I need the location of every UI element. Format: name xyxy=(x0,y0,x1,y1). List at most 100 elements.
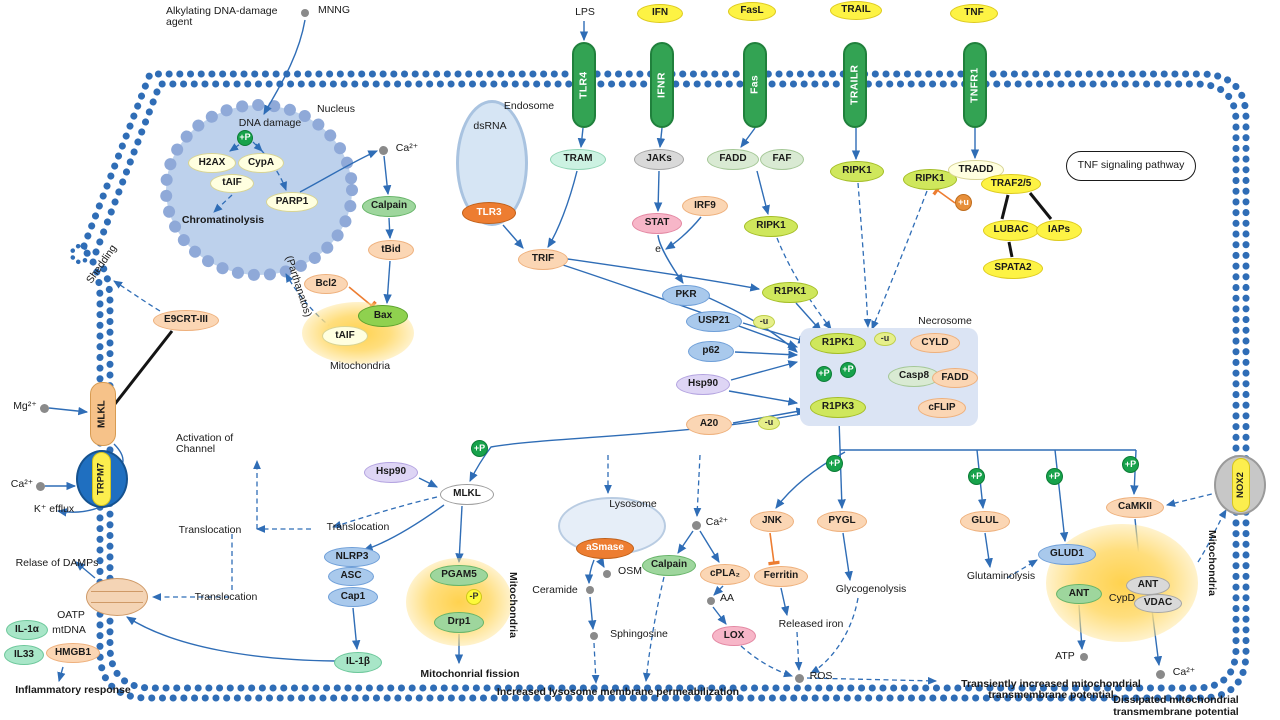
pathway-edge-65 xyxy=(1054,449,1069,543)
node-tradd: TRADD xyxy=(948,160,1004,180)
label-endosome: Endosome xyxy=(503,99,555,112)
label-mtdna: mtDNA xyxy=(52,623,86,636)
pathway-edge-57 xyxy=(734,350,799,359)
pathway-edge-86 xyxy=(588,596,597,631)
node-traf25: TRAF2/5 xyxy=(981,174,1041,194)
label-transient-potential: Transiently increased mitochondrial tran… xyxy=(961,677,1141,701)
node-lox: LOX xyxy=(712,626,756,646)
node-lubac: LUBAC xyxy=(983,220,1039,241)
label-activation-channel: Activation of Channel xyxy=(176,431,234,455)
pathway-edge-2 xyxy=(252,141,263,152)
node-glul: GLUL xyxy=(960,511,1010,532)
label-released-iron: Released iron xyxy=(778,617,844,630)
node-trpm7: TRPM7 xyxy=(92,452,111,506)
tnf-pathway-label: TNF signaling pathway xyxy=(1066,151,1196,181)
pathway-edge-81 xyxy=(1197,509,1227,563)
node-usp21: USP21 xyxy=(686,311,742,332)
label-dissipated-potential: Dissipated mitochondrial transmembrane p… xyxy=(1113,694,1239,718)
label-lps: LPS xyxy=(575,6,595,19)
node-nlrp3: NLRP3 xyxy=(324,547,380,567)
node-nox2: NOX2 xyxy=(1232,458,1250,512)
node-taif-mitochondria: tAIF xyxy=(322,326,368,346)
label-sphingosine: Sphingosine xyxy=(610,627,668,640)
pathway-edge-6 xyxy=(382,155,392,196)
ca-dot-left xyxy=(36,482,45,491)
node-cap1: Cap1 xyxy=(328,587,378,607)
atp-dot xyxy=(1080,653,1088,661)
aa-dot xyxy=(707,597,715,605)
pathway-edge-70 xyxy=(794,631,803,672)
node-jaks: JAKs xyxy=(634,149,684,170)
label-ca-lysosome: Ca²⁺ xyxy=(705,515,729,528)
pathway-edge-56 xyxy=(742,322,809,344)
ligand-trail: TRAIL xyxy=(830,1,882,20)
ros-dot xyxy=(795,674,804,683)
node-pygl: PYGL xyxy=(817,511,867,532)
node-r1pk1-necrosome: R1PK1 xyxy=(810,333,866,354)
pathway-edge-31 xyxy=(560,257,761,292)
node-p62: p62 xyxy=(688,341,734,362)
label-k-efflux: K⁺ efflux xyxy=(33,502,75,515)
node-ant-gray: ANT xyxy=(1126,576,1170,595)
pathway-edge-80 xyxy=(806,676,938,685)
node-drp1: Drp1 xyxy=(434,612,484,633)
pathway-edge-99 xyxy=(351,607,361,651)
pathway-edge-85 xyxy=(584,559,595,585)
pathway-edge-4 xyxy=(213,194,233,213)
node-r1pk1-mid: R1PK1 xyxy=(762,282,818,303)
node-tram: TRAM xyxy=(550,149,606,170)
badge-minus-u-necrosome: -u xyxy=(874,332,896,346)
pathway-edge-46 xyxy=(932,184,956,204)
node-pgam5: PGAM5 xyxy=(430,565,488,586)
pathway-edge-35 xyxy=(665,216,702,250)
pathway-edge-32 xyxy=(559,263,799,348)
pathway-edge-83 xyxy=(693,454,702,518)
node-hsp90-lower: Hsp90 xyxy=(364,462,418,483)
badge-minus-u-a20: -u xyxy=(758,416,780,430)
badge-plus-p-dna: +P xyxy=(237,130,253,146)
badge-plus-u: +u xyxy=(955,194,972,211)
nucleus xyxy=(160,99,358,281)
label-inflammatory-response: Inflammatory response xyxy=(15,684,131,697)
pathway-edge-13 xyxy=(113,280,161,312)
badge-plus-p-necro-2: +P xyxy=(840,362,856,378)
label-ros: ROS xyxy=(809,669,833,682)
label-release-damps: Relase of DAMPs xyxy=(15,556,99,569)
pathway-edge-3 xyxy=(255,143,287,191)
node-spata2: SPATA2 xyxy=(983,258,1043,279)
ca-dot-lysosome xyxy=(692,521,701,530)
membrane-channel xyxy=(86,578,148,616)
label-mnng: MNNG xyxy=(317,4,351,17)
label-ca-nucleus: Ca²⁺ xyxy=(395,141,419,154)
pathway-edge-92 xyxy=(712,606,727,625)
node-fadd-necrosome: FADD xyxy=(932,368,978,388)
pathway-edge-94 xyxy=(418,477,439,488)
pathway-edge-25 xyxy=(57,666,66,683)
node-calpain-lower: Calpain xyxy=(642,555,696,576)
ceramide-dot xyxy=(586,586,594,594)
pathway-edge-40 xyxy=(756,170,770,216)
label-osm: OSM xyxy=(618,564,642,577)
node-cflip: cFLIP xyxy=(918,398,966,418)
node-bax: Bax xyxy=(358,305,408,327)
pathway-edge-84 xyxy=(596,557,605,568)
label-translocation-3: Translocation xyxy=(194,590,258,603)
node-hmgb1: HMGB1 xyxy=(46,643,100,663)
node-escrt3: E9CRT-III xyxy=(153,310,219,331)
label-e: e xyxy=(655,242,661,255)
pathway-edge-27 xyxy=(577,127,587,149)
receptor-tlr4: TLR4 xyxy=(572,42,596,128)
receptor-fas: Fas xyxy=(743,42,767,128)
pathway-edge-74 xyxy=(1006,559,1038,579)
label-dsrna: dsRNA xyxy=(473,119,507,132)
label-mitochondrial-fission: Mitochonrial fission xyxy=(420,668,520,681)
pathway-edge-7 xyxy=(385,217,394,240)
badge-minus-p: -P xyxy=(466,589,482,605)
badge-plus-p-pygl: +P xyxy=(826,455,843,472)
node-a20: A20 xyxy=(686,414,732,435)
label-chromatinolysis: Chromatinolysis xyxy=(181,214,265,227)
label-alkylating-agent: Alkylating DNA-damage agent xyxy=(166,4,278,28)
node-ripk1-fas: RIPK1 xyxy=(744,216,798,237)
